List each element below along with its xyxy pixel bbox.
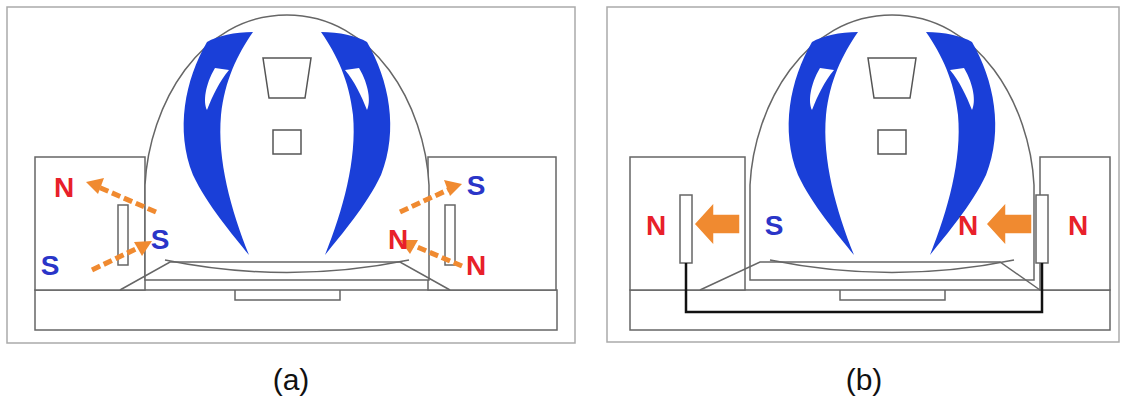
magnetic-pole-label: N <box>646 212 666 240</box>
panel-caption: (b) <box>846 365 883 395</box>
magnetic-pole-label: S <box>151 226 170 254</box>
magnetic-pole-label: S <box>467 172 486 200</box>
magnetic-pole-label: S <box>41 252 60 280</box>
magnetic-pole-label: N <box>958 212 978 240</box>
magnetic-pole-label: N <box>388 226 408 254</box>
magnetic-pole-label: N <box>1068 212 1088 240</box>
magnetic-pole-label: N <box>54 174 74 202</box>
panel-caption: (a) <box>273 365 310 395</box>
magnetic-pole-label: S <box>765 212 784 240</box>
magnetic-pole-label: N <box>466 252 486 280</box>
